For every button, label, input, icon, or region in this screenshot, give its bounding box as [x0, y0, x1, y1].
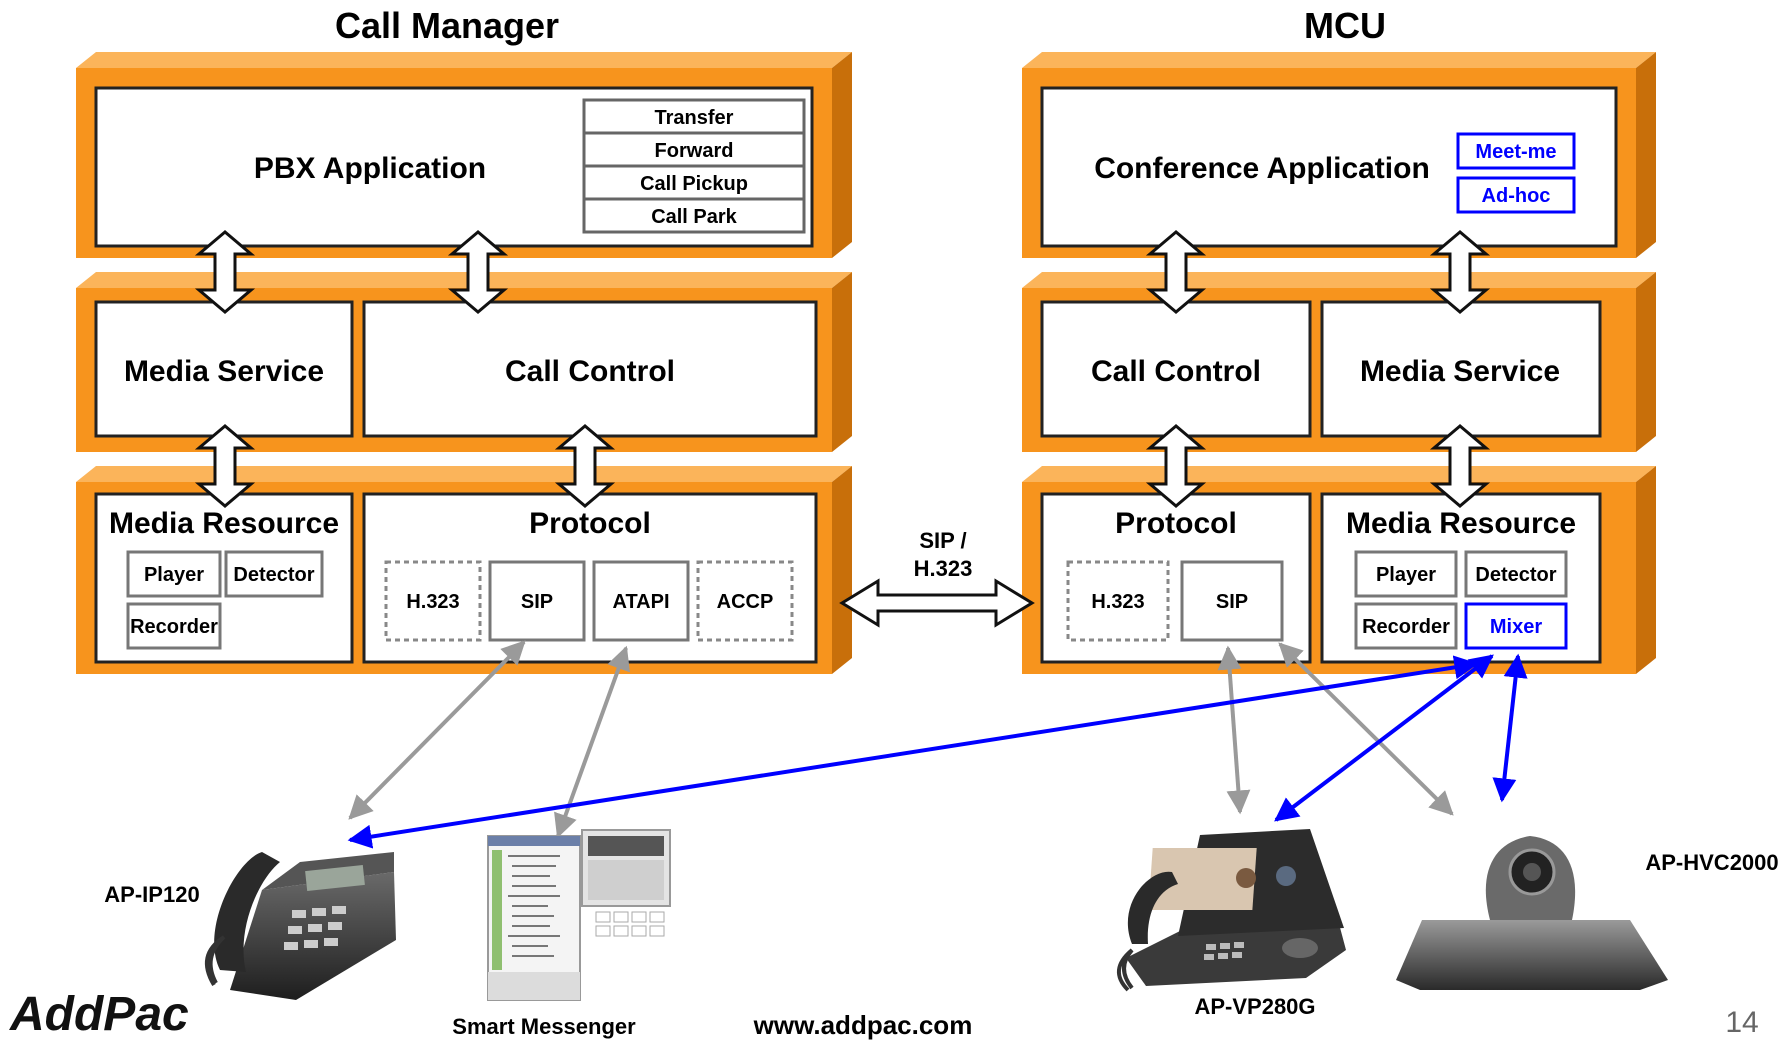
- mcu-recorder-label: Recorder: [1362, 616, 1450, 638]
- mcu-title: MCU: [1304, 5, 1386, 46]
- cm-atapi-box: [592, 560, 690, 642]
- mcu-service-layer: [1022, 272, 1656, 452]
- cm-recorder-label: Recorder: [130, 616, 218, 638]
- double-arrow-icon: [447, 230, 509, 314]
- cm-h323-label: H.323: [406, 591, 459, 613]
- mcu-protocol-label: Protocol: [1115, 507, 1237, 540]
- mcu-mixer-label: Mixer: [1490, 616, 1542, 638]
- mcu-detector-label: Detector: [1475, 564, 1556, 586]
- cm-detector-label: Detector: [233, 564, 314, 586]
- double-arrow-icon: [1429, 424, 1491, 508]
- video-phone-icon: [1117, 829, 1346, 992]
- link-label-h323: H.323: [914, 556, 973, 581]
- ip-phone-label: AP-IP120: [104, 882, 199, 907]
- link-mixer-camera: [1492, 653, 1528, 803]
- feature-transfer: Transfer: [655, 107, 734, 129]
- mcu-player-label: Player: [1376, 564, 1436, 586]
- meet-me-box: [1456, 132, 1576, 170]
- double-arrow-icon: [194, 424, 256, 508]
- cm-call-control-label: Call Control: [505, 355, 675, 388]
- feature-call-pickup: Call Pickup: [640, 173, 748, 195]
- double-arrow-icon: [194, 230, 256, 314]
- cm-call-control-panel: [362, 300, 818, 438]
- call-manager-title: Call Manager: [335, 5, 559, 46]
- cm-media-resource-label: Media Resource: [109, 507, 339, 540]
- mcu-sip-label: SIP: [1216, 591, 1248, 613]
- messenger-label: Smart Messenger: [452, 1014, 636, 1039]
- mcu-player-box: [1354, 550, 1458, 598]
- cm-atapi-label: ATAPI: [612, 591, 669, 613]
- double-arrow-icon: [554, 424, 616, 508]
- cm-protocol-label: Protocol: [529, 507, 651, 540]
- feature-call-park: Call Park: [651, 206, 737, 228]
- link-mixer-ip-phone: [347, 655, 1479, 849]
- mcu-h323-box: [1066, 560, 1170, 642]
- double-arrow-icon: [1429, 230, 1491, 314]
- meet-me-label: Meet-me: [1475, 141, 1556, 163]
- cm-media-service-label: Media Service: [124, 355, 324, 388]
- link-label-sip: SIP /: [919, 528, 966, 553]
- mcu-mixer-box: [1464, 602, 1568, 650]
- mcu-call-control-label: Call Control: [1091, 355, 1261, 388]
- cm-sip-label: SIP: [521, 591, 553, 613]
- messenger-screen-icon: [487, 829, 671, 1001]
- website-url[interactable]: www.addpac.com: [753, 1010, 973, 1040]
- link-mixer-video-phone: [1274, 654, 1494, 822]
- mcu-detector-box: [1464, 550, 1568, 598]
- mcu-sip-box: [1180, 560, 1284, 642]
- cm-accp-box: [696, 560, 794, 642]
- cm-player-label: Player: [144, 564, 204, 586]
- mcu-h323-label: H.323: [1091, 591, 1144, 613]
- cm-media-service-panel: [94, 300, 354, 438]
- mcu-call-control-panel: [1040, 300, 1312, 438]
- cm-player-box: [126, 550, 222, 598]
- feature-forward: Forward: [655, 140, 734, 162]
- pbx-feature-list: Transfer Forward Call Pickup Call Park: [582, 98, 806, 234]
- double-arrow-icon: [1145, 230, 1207, 314]
- ad-hoc-label: Ad-hoc: [1482, 185, 1551, 207]
- page-number: 14: [1725, 1006, 1758, 1039]
- ad-hoc-box: [1456, 176, 1576, 214]
- video-phone-label: AP-VP280G: [1194, 994, 1315, 1019]
- cm-recorder-box: [126, 602, 222, 650]
- conference-application-label: Conference Application: [1094, 152, 1430, 185]
- pbx-application-label: PBX Application: [254, 152, 486, 185]
- double-arrow-icon: [1145, 424, 1207, 508]
- camera-label: AP-HVC2000: [1645, 850, 1778, 875]
- cm-h323-box: [384, 560, 482, 642]
- camera-icon: [1396, 836, 1668, 990]
- cm-service-layer: [76, 272, 852, 452]
- addpac-logo: AddPac: [9, 988, 189, 1041]
- cm-accp-label: ACCP: [717, 591, 774, 613]
- cm-sip-box: [488, 560, 586, 642]
- mcu-media-service-label: Media Service: [1360, 355, 1560, 388]
- ip-phone-icon: [204, 852, 396, 1000]
- mcu-media-resource-label: Media Resource: [1346, 507, 1576, 540]
- sip-h323-link-arrow: [839, 578, 1035, 628]
- cm-detector-box: [224, 550, 324, 598]
